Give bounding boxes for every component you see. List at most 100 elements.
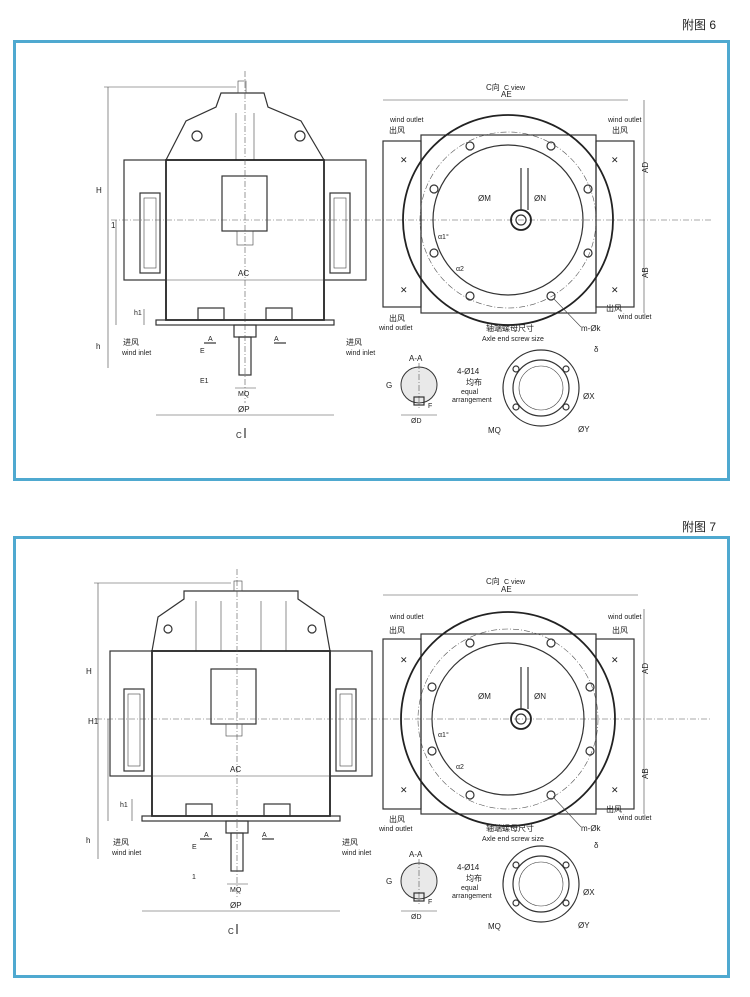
dim-g: G <box>386 381 392 390</box>
svg-text:✕: ✕ <box>400 155 408 165</box>
wind-inlet-right-cn: 进风 <box>346 338 362 347</box>
c-view-cn: C向 <box>486 576 500 586</box>
front-view: AC H H1 h1 h 进风 wind inlet 进风 wind inlet… <box>86 569 711 936</box>
dim-ad: AD <box>641 162 650 173</box>
outlet-bl-en: wind outlet <box>378 325 413 332</box>
dim-om: ØM <box>478 194 491 203</box>
wind-inlet-left-cn: 进风 <box>123 338 139 347</box>
outlet-tl-en: wind outlet <box>389 614 424 621</box>
flange-detail: 4-Ø14 均布 equal arrangement δ ØX ØY MQ <box>452 345 599 435</box>
dim-ox: ØX <box>583 888 595 897</box>
c-arrow-label: C <box>228 927 234 936</box>
om-circle <box>431 642 585 796</box>
dim-e: E <box>200 348 205 355</box>
flange-detail: 4-Ø14 均布 equal arrangement δ ØX ØY MQ <box>452 841 599 931</box>
bolt-holes <box>429 141 593 301</box>
dim-f: F <box>428 403 432 410</box>
section-a-right: A <box>274 336 279 343</box>
c-view-duct-left <box>382 638 422 810</box>
svg-text:✕: ✕ <box>611 285 619 295</box>
outlet-tr-cn: 出风 <box>612 125 628 135</box>
equal-cn: 均布 <box>466 377 482 387</box>
dim-h1-center: 1 <box>111 221 116 230</box>
dim-ad: AD <box>641 663 650 674</box>
c-view-duct-right <box>595 638 635 810</box>
motor-body <box>151 650 331 817</box>
dim-on: ØN <box>534 692 546 701</box>
dim-ae: AE <box>501 90 512 99</box>
figure-7-frame: AC H H1 h1 h 进风 wind inlet 进风 wind inlet… <box>13 536 730 978</box>
svg-text:✕: ✕ <box>400 655 408 665</box>
outlet-tr-cn: 出风 <box>612 625 628 635</box>
figure-6-caption: 附图 6 <box>682 18 717 32</box>
angle-alpha2: α2 <box>456 266 464 273</box>
figure-6-frame: AC H 1 h1 h 进风 wind inlet 进风 wind inlet … <box>13 40 730 481</box>
lifting-hole-right <box>294 130 306 142</box>
dim-h-base: h <box>86 836 90 845</box>
outlet-tr-en: wind outlet <box>607 614 642 621</box>
dim-mk: m-Øk <box>581 324 602 333</box>
section-a-left: A <box>208 336 213 343</box>
terminal-box <box>210 668 257 725</box>
axle-cn: 轴端螺母尺寸 <box>486 323 534 333</box>
c-view-duct-left <box>382 140 422 308</box>
dim-h: H <box>96 186 102 195</box>
dim-ac: AC <box>238 269 249 278</box>
wind-inlet-right-en: wind inlet <box>341 850 371 857</box>
wind-inlet-right-en: wind inlet <box>345 350 375 357</box>
figure-7-drawing: AC H H1 h1 h 进风 wind inlet 进风 wind inlet… <box>86 569 711 936</box>
bolt-circle <box>419 131 597 309</box>
dim-mk: m-Øk <box>581 824 602 833</box>
section-aa-label: A-A <box>409 354 423 363</box>
flange-detail-outer <box>502 845 580 923</box>
outlet-bl-en: wind outlet <box>378 826 413 833</box>
section-aa: A-A G F ØD <box>386 354 438 425</box>
svg-text:✕: ✕ <box>611 655 619 665</box>
dim-op: ØP <box>238 405 250 414</box>
top-knob <box>237 80 247 94</box>
equal-en1: equal <box>461 389 479 396</box>
equal-en2: arrangement <box>452 397 492 404</box>
dim-h1: h1 <box>120 802 128 809</box>
equal-en2: arrangement <box>452 893 492 900</box>
front-view: AC H 1 h1 h 进风 wind inlet 进风 wind inlet … <box>96 71 711 440</box>
terminal-box <box>221 175 268 232</box>
dim-on: ØN <box>534 194 546 203</box>
outlet-tr-en: wind outlet <box>607 117 642 124</box>
axle-cn: 轴端螺母尺寸 <box>486 823 534 833</box>
bolt-holes <box>427 638 595 800</box>
dim-h-base: h <box>96 342 100 351</box>
dim-op: ØP <box>230 901 242 910</box>
outlet-bl-cn: 出风 <box>389 313 405 323</box>
dim-od: ØD <box>411 914 422 921</box>
dim-mq-shaft: MQ <box>230 887 242 894</box>
dim-delta: δ <box>594 345 599 354</box>
c-view: C向 C view AE ✕ ✕ ✕ ✕ ØM ØN α1° α2 出风 win… <box>378 576 652 843</box>
bolt-circle <box>417 628 599 810</box>
wind-inlet-left-en: wind inlet <box>121 350 151 357</box>
section-aa-label: A-A <box>409 850 423 859</box>
angle-alpha1: α1° <box>438 233 449 241</box>
wind-inlet-right-cn: 进风 <box>342 838 358 847</box>
flange-outer <box>402 114 614 326</box>
dim-f: F <box>428 899 432 906</box>
angle-alpha1: α1° <box>438 731 449 739</box>
duct-right <box>329 650 373 777</box>
dim-ae: AE <box>501 585 512 594</box>
c-arrow-label: C <box>236 431 242 440</box>
svg-text:✕: ✕ <box>611 155 619 165</box>
dim-oy: ØY <box>578 425 590 434</box>
c-view: C向 C view AE ✕ ✕ ✕ ✕ ØM ØN α1° α2 出风 wi <box>378 82 652 343</box>
dim-om: ØM <box>478 692 491 701</box>
equal-cn: 均布 <box>466 873 482 883</box>
axle-en: Axle end screw size <box>482 336 544 343</box>
om-circle <box>432 144 584 296</box>
dim-h: H <box>86 667 92 676</box>
dim-g: G <box>386 877 392 886</box>
dim-ox: ØX <box>583 392 595 401</box>
outlet-tl-cn: 出风 <box>389 125 405 135</box>
wind-inlet-left-cn: 进风 <box>113 838 129 847</box>
dim-delta: δ <box>594 841 599 850</box>
figure-7-caption: 附图 7 <box>682 520 717 534</box>
c-view-duct-right <box>595 140 635 308</box>
